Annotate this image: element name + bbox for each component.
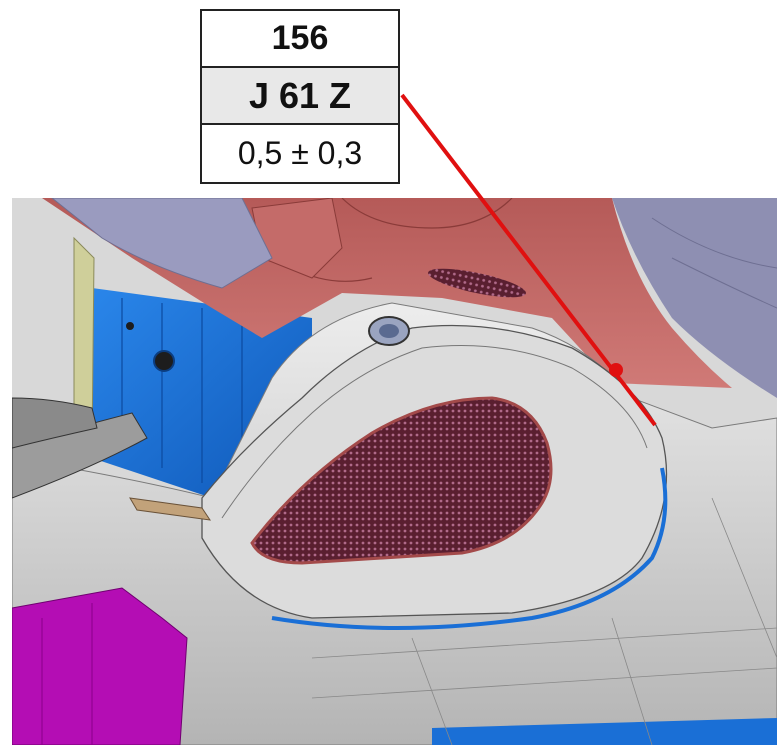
measurement-callout: 156 J 61 Z 0,5 ± 0,3 — [200, 9, 400, 184]
speaker-grille — [250, 396, 553, 565]
blue-trim-line — [271, 467, 668, 630]
leader-endpoint-dot — [609, 363, 623, 377]
upper-grille — [428, 268, 526, 298]
blue-structure-hole — [153, 350, 175, 372]
lavender-trim-panel — [612, 198, 777, 398]
callout-tolerance: 0,5 ± 0,3 — [237, 135, 363, 171]
callout-id: 156 — [202, 11, 398, 68]
callout-code: J 61 Z — [202, 68, 398, 125]
tan-trim-piece — [129, 497, 212, 521]
cad-render — [12, 198, 777, 745]
magenta-lower-part — [12, 587, 188, 745]
